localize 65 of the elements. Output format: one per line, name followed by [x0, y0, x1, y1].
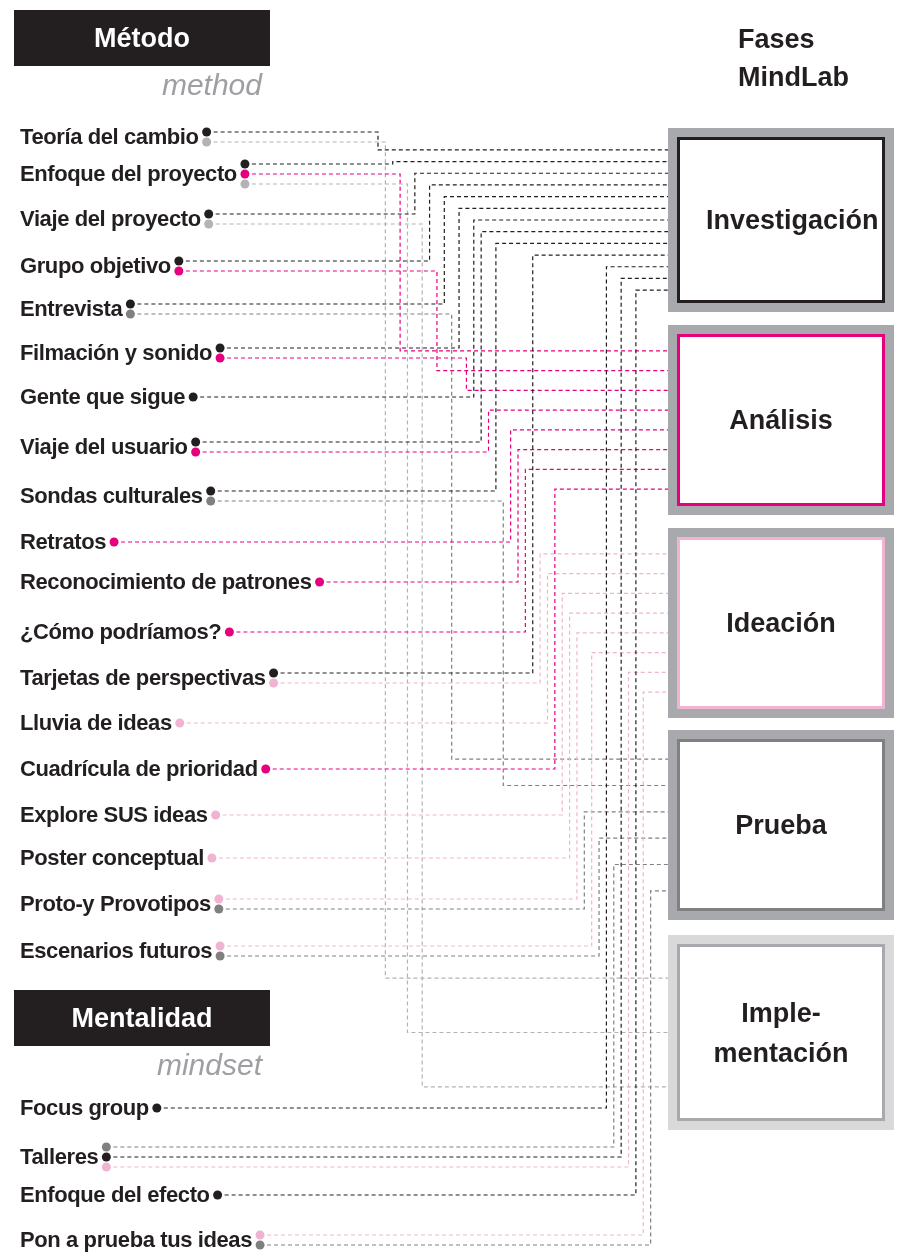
method-item: Filmación y sonido — [20, 340, 221, 366]
dashed-connector — [125, 309, 669, 760]
method-item: Proto-y Provotipos — [20, 891, 219, 917]
dashed-connector — [174, 266, 669, 372]
dashed-connector — [240, 159, 669, 169]
method-item: Talleres — [20, 1144, 107, 1170]
method-item: Pon a prueba tus ideas — [20, 1227, 261, 1253]
method-item: Focus group — [20, 1095, 157, 1121]
dashed-connector — [125, 196, 669, 309]
method-item: Retratos — [20, 529, 115, 555]
dashed-connector — [174, 184, 669, 266]
phase-box: Análisis — [668, 325, 894, 515]
method-item: Teoría del cambio — [20, 124, 207, 150]
dashed-connector — [191, 231, 669, 447]
dashed-connector — [240, 179, 669, 1034]
method-item: Cuadrícula de prioridad — [20, 756, 266, 782]
method-item: Escenarios futuros — [20, 938, 221, 964]
section-subtitle: mindset — [156, 1048, 262, 1082]
dashed-connector — [101, 671, 669, 1172]
dashed-connector — [206, 242, 669, 496]
dashed-connector — [315, 449, 669, 587]
method-item: Viaje del proyecto — [20, 206, 209, 232]
dashed-connector — [204, 219, 669, 1088]
dashed-connector — [269, 553, 669, 688]
dashed-connector — [261, 488, 669, 774]
method-item: Grupo objetivo — [20, 253, 179, 279]
section-header: Método — [14, 10, 270, 66]
section-subtitle: method — [161, 68, 262, 102]
dashed-connector — [215, 652, 669, 951]
method-item: Lluvia de ideas — [20, 710, 180, 736]
phase-box: Investigación — [668, 128, 894, 312]
method-item: Entrevista — [20, 296, 131, 322]
phase-box: Prueba — [668, 730, 894, 920]
method-item: Explore SUS ideas — [20, 802, 216, 828]
dashed-connector — [188, 219, 669, 402]
method-item: Enfoque del efecto — [20, 1182, 218, 1208]
method-item: Tarjetas de perspectivas — [20, 665, 274, 691]
dashed-connector — [255, 890, 669, 1250]
section-header: Mentalidad — [14, 990, 270, 1046]
dashed-connector — [213, 289, 669, 1200]
dashed-connector — [109, 429, 669, 547]
dashed-connector — [191, 409, 669, 457]
dashed-connector — [202, 137, 669, 979]
method-item: ¿Cómo podríamos? — [20, 619, 230, 645]
dashed-connector — [215, 353, 669, 391]
dashed-connector — [207, 612, 669, 863]
dashed-connector — [202, 127, 669, 151]
dashed-connector — [204, 172, 669, 219]
phase-box: Ideación — [668, 528, 894, 718]
dashed-connector — [101, 863, 669, 1152]
dashed-connector — [211, 592, 669, 820]
dashed-connector — [175, 573, 669, 728]
method-item: Viaje del usuario — [20, 434, 196, 460]
dashed-connector — [255, 691, 669, 1240]
method-item: Sondas culturales — [20, 483, 211, 509]
method-item: Gente que sigue — [20, 384, 194, 410]
dashed-connector — [224, 468, 669, 637]
column-heading: Fases MindLab — [738, 23, 850, 94]
method-item: Reconocimiento de patrones — [20, 569, 320, 595]
method-item: Enfoque del proyecto — [20, 161, 245, 187]
dashed-connector — [240, 169, 669, 352]
phase-box: Imple- mentación — [668, 935, 894, 1130]
dashed-connector — [214, 632, 669, 904]
method-item: Poster conceptual — [20, 845, 212, 871]
dashed-connector — [215, 837, 669, 961]
